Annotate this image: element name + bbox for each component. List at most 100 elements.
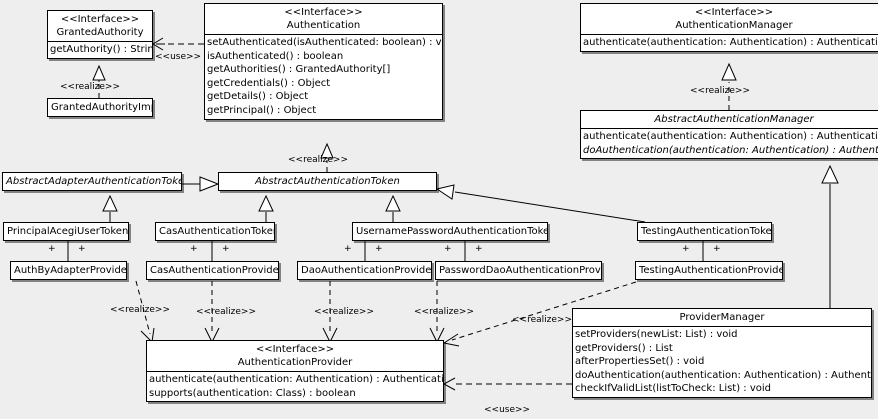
class-name: DaoAuthenticationProvider — [301, 265, 431, 276]
class-name: PrincipalAcegiUserToken — [7, 226, 128, 237]
class-cas-authentication-provider[interactable]: CasAuthenticationProvider — [146, 261, 279, 280]
multiplicity-marker: + — [713, 244, 721, 254]
class-name: GrantedAuthorityImpl — [51, 102, 152, 113]
class-header: GrantedAuthorityImpl — [48, 99, 152, 116]
class-header: <<Interface>> GrantedAuthority — [48, 11, 152, 41]
class-header: CasAuthenticationToken — [156, 223, 274, 240]
operation: getAuthority() : String — [50, 44, 152, 55]
operation: isAuthenticated() : boolean — [207, 50, 344, 62]
class-name: AbstractAuthenticationManager — [654, 114, 814, 125]
class-provider-manager[interactable]: ProviderManager setProviders(newList: Li… — [572, 308, 872, 398]
multiplicity-marker: + — [444, 244, 452, 254]
class-testing-authentication-provider[interactable]: TestingAuthenticationProvider — [635, 261, 783, 280]
multiplicity-marker: + — [344, 244, 352, 254]
class-abstract-adapter-authentication-token[interactable]: AbstractAdapterAuthenticationToken — [2, 172, 182, 191]
class-name: TestingAuthenticationToken — [641, 226, 771, 237]
stereotype-label: <<Interface>> — [694, 7, 774, 18]
generalization-testingauthenticationtoken-to-abstracttoken — [435, 184, 646, 223]
class-name: GrantedAuthority — [56, 27, 144, 38]
class-principal-acegi-user-token[interactable]: PrincipalAcegiUserToken — [3, 222, 129, 241]
class-abstract-authentication-token[interactable]: AbstractAuthenticationToken — [218, 172, 437, 191]
multiplicity-marker: + — [475, 244, 483, 254]
generalization-principalacegiusertoken-to-abstractadaptertoken — [102, 194, 118, 222]
class-abstract-authentication-manager[interactable]: AbstractAuthenticationManager authentica… — [580, 110, 878, 160]
operation: supports(authentication: Class) : boolea… — [149, 387, 356, 399]
label-realize-authbyadapterprovider: <<realize>> — [110, 305, 170, 315]
operations-compartment: setAuthenticated(isAuthenticated: boolea… — [205, 34, 442, 119]
multiplicity-marker: + — [48, 244, 56, 254]
class-header: AuthByAdapterProvider — [11, 262, 126, 279]
class-header: TestingAuthenticationToken — [638, 223, 771, 240]
operations-compartment: setProviders(newList: List) : void getPr… — [573, 326, 871, 397]
stereotype-label: <<Interface>> — [284, 7, 363, 18]
label-realize-daoauthenticationprovider: <<realize>> — [314, 307, 374, 317]
class-header: ProviderManager — [573, 309, 871, 326]
class-header: PrincipalAcegiUserToken — [4, 223, 128, 240]
operation: authenticate(authentication: Authenticat… — [583, 131, 878, 142]
generalization-usernamepasswordtoken-to-abstracttoken — [385, 194, 401, 222]
operation: checkIfValidList(listToCheck: List) : vo… — [575, 383, 772, 395]
class-cas-authentication-token[interactable]: CasAuthenticationToken — [155, 222, 275, 241]
operation: doAuthentication(authentication: Authent… — [575, 369, 871, 381]
class-name: AuthenticationProvider — [237, 357, 353, 368]
generalization-casauthenticationtoken-to-abstracttoken — [258, 194, 274, 222]
operation: authenticate(authentication: Authenticat… — [149, 374, 443, 385]
operation: getDetails() : Object — [207, 91, 309, 103]
dependency-providermanager-uses-authenticationprovider — [442, 377, 572, 391]
class-header: AbstractAuthenticationManager — [581, 111, 878, 128]
operations-compartment: authenticate(authentication: Authenticat… — [581, 128, 878, 158]
operation: doAuthentication(authentication: Authent… — [583, 144, 878, 156]
class-header: DaoAuthenticationProvider — [298, 262, 431, 279]
class-authentication-provider[interactable]: <<Interface>> AuthenticationProvider aut… — [146, 340, 444, 403]
class-username-password-authentication-token[interactable]: UsernamePasswordAuthenticationToken — [352, 222, 548, 241]
label-use-authentication-grantedauthority: <<use>> — [155, 52, 202, 62]
operation: getPrincipal() : Object — [207, 104, 317, 116]
class-header: <<Interface>> Authentication — [205, 4, 442, 34]
class-name: TestingAuthenticationProvider — [639, 265, 782, 276]
class-authentication[interactable]: <<Interface>> Authentication setAuthenti… — [204, 3, 443, 120]
operation: authenticate(authentication: Authenticat… — [583, 37, 878, 48]
class-password-dao-authentication-provider[interactable]: PasswordDaoAuthenticationProvider — [435, 261, 602, 280]
class-header: PasswordDaoAuthenticationProvider — [436, 262, 601, 279]
class-granted-authority-impl[interactable]: GrantedAuthorityImpl — [47, 98, 153, 117]
label-realize-casauthenticationprovider: <<realize>> — [196, 307, 256, 317]
stereotype-label: <<Interface>> — [60, 14, 140, 25]
operation: getAuthorities() : GrantedAuthority[] — [207, 64, 391, 76]
generalization-abstractadaptertoken-to-abstracttoken — [182, 176, 220, 192]
label-realize-passworddaoauthenticationprovider: <<realize>> — [414, 307, 474, 317]
class-name: PasswordDaoAuthenticationProvider — [439, 265, 601, 276]
dependency-authentication-uses-grantedauthority — [152, 37, 204, 51]
class-name: ProviderManager — [679, 312, 765, 323]
label-realize-grantedauthorityimpl: <<realize>> — [60, 82, 120, 92]
class-authentication-manager[interactable]: <<Interface>> AuthenticationManager auth… — [580, 3, 878, 52]
class-granted-authority[interactable]: <<Interface>> GrantedAuthority getAuthor… — [47, 10, 153, 59]
multiplicity-marker: + — [682, 244, 690, 254]
class-testing-authentication-token[interactable]: TestingAuthenticationToken — [637, 222, 772, 241]
class-auth-by-adapter-provider[interactable]: AuthByAdapterProvider — [10, 261, 127, 280]
class-header: AbstractAuthenticationToken — [219, 173, 436, 190]
label-realize-testingauthenticationprovider: <<realize>> — [512, 315, 572, 325]
class-name: CasAuthenticationProvider — [150, 265, 278, 276]
multiplicity-marker: + — [190, 244, 198, 254]
class-name: AbstractAuthenticationToken — [255, 176, 400, 187]
class-header: UsernamePasswordAuthenticationToken — [353, 223, 547, 240]
class-header: CasAuthenticationProvider — [147, 262, 278, 279]
class-name: AuthenticationManager — [675, 20, 793, 31]
class-header: <<Interface>> AuthenticationProvider — [147, 341, 443, 371]
class-dao-authentication-provider[interactable]: DaoAuthenticationProvider — [297, 261, 432, 280]
operation: setProviders(newList: List) : void — [575, 329, 738, 340]
class-header: AbstractAdapterAuthenticationToken — [3, 173, 181, 190]
operation: afterPropertiesSet() : void — [575, 356, 705, 368]
class-name: AuthByAdapterProvider — [14, 265, 126, 276]
operations-compartment: authenticate(authentication: Authenticat… — [581, 34, 878, 51]
class-name: AbstractAdapterAuthenticationToken — [6, 176, 181, 187]
multiplicity-marker: + — [222, 244, 230, 254]
class-name: UsernamePasswordAuthenticationToken — [356, 226, 547, 237]
label-realize-abstractauthenticationtoken: <<realize>> — [288, 155, 348, 165]
class-header: TestingAuthenticationProvider — [636, 262, 782, 279]
class-header: <<Interface>> AuthenticationManager — [581, 4, 878, 34]
class-name: CasAuthenticationToken — [159, 226, 274, 237]
multiplicity-marker: + — [375, 244, 383, 254]
multiplicity-marker: + — [78, 244, 86, 254]
